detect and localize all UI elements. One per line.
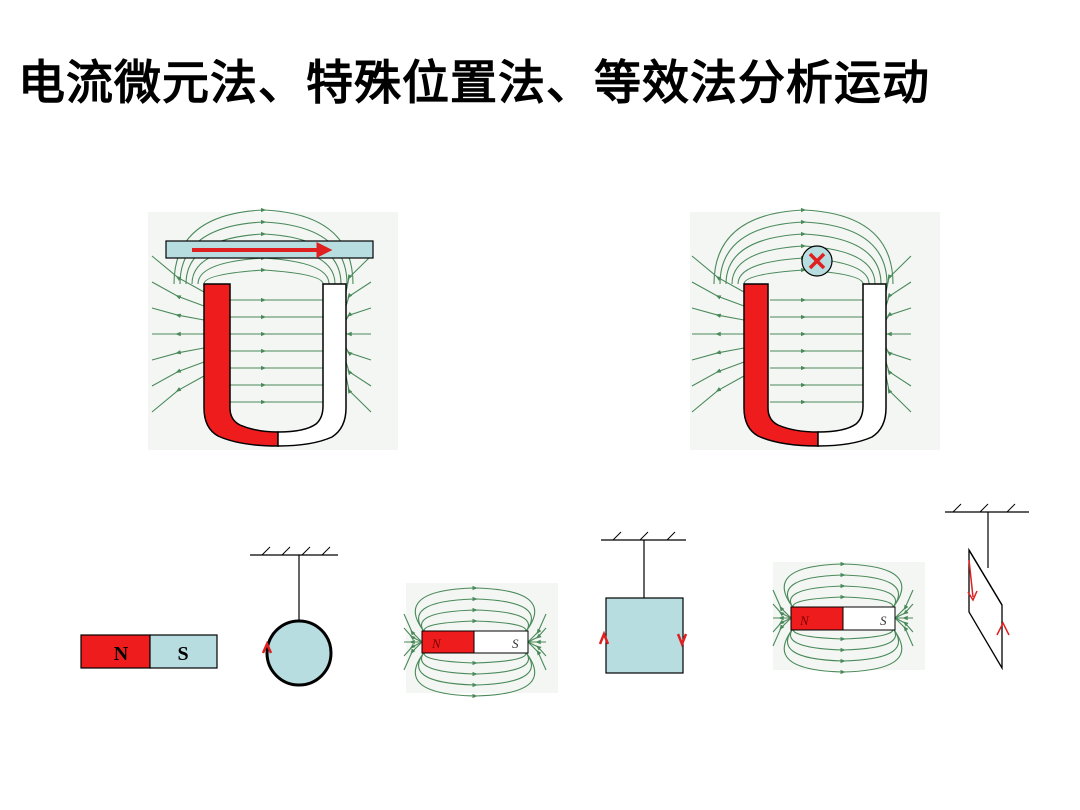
field-line (345, 281, 372, 307)
field-line (345, 375, 372, 413)
small-magnet-left-s-label: S (512, 636, 519, 651)
field-line (151, 347, 205, 361)
field-line (789, 583, 897, 611)
field-line (772, 617, 792, 633)
field-line (423, 649, 527, 666)
field-line (151, 281, 205, 307)
small-magnet-right-n-label: N (799, 613, 810, 628)
arrow-icon (996, 621, 1010, 636)
ring-coil (265, 619, 333, 687)
field-line (789, 625, 897, 653)
arrow-icon (261, 640, 273, 654)
arrow-icon (967, 559, 978, 602)
field-line (151, 255, 205, 293)
field-line (403, 613, 423, 643)
field-line (345, 361, 372, 387)
field-line (885, 255, 912, 293)
hanging-ring (250, 546, 338, 687)
u-magnet-right (690, 207, 940, 450)
u-magnet-right-south-pole (817, 283, 887, 447)
bar-magnet-south (149, 634, 218, 669)
field-line (885, 307, 912, 321)
field-line (792, 594, 894, 611)
field-line (185, 231, 342, 285)
hanging-square-coil (598, 531, 688, 674)
field-line (691, 361, 745, 387)
field-line (787, 625, 899, 664)
field-line (417, 596, 533, 635)
field-line (527, 641, 547, 657)
u-magnet-left (148, 207, 398, 450)
field-line (894, 603, 914, 619)
coil-frame (968, 547, 1003, 671)
field-line (691, 347, 745, 361)
field-line (421, 649, 529, 677)
field-line (414, 649, 536, 699)
small-magnet-left-field-lines (403, 585, 547, 699)
field-line (421, 607, 529, 635)
field-line (792, 625, 894, 642)
field-line (731, 243, 876, 285)
hanging-coil-edge (945, 503, 1029, 671)
page-title: 电流微元法、特殊位置法、等效法分析运动 (18, 56, 930, 111)
field-line (885, 375, 912, 413)
field-line (151, 307, 205, 321)
field-line (151, 361, 205, 387)
field-line (885, 281, 912, 307)
field-line (423, 618, 527, 635)
small-magnet-right-field-lines (772, 561, 914, 675)
field-line (527, 641, 547, 671)
ceiling-hatch (261, 546, 331, 556)
field-line (417, 649, 533, 688)
field-line (691, 281, 745, 307)
field-line (894, 617, 914, 633)
field-line (725, 231, 882, 285)
arrow-icon (598, 630, 610, 645)
bar-magnet: N S (80, 634, 218, 669)
cross-icon (801, 245, 833, 277)
field-line (345, 255, 372, 293)
bar-magnet-s-label: S (177, 643, 188, 665)
field-line (787, 572, 899, 611)
field-line (783, 625, 903, 675)
small-magnet-right: N S (772, 561, 925, 675)
field-line (691, 255, 745, 293)
field-line (403, 641, 423, 671)
field-line (885, 361, 912, 387)
field-line (403, 641, 423, 657)
field-line (203, 267, 324, 285)
field-line (772, 617, 792, 647)
field-line (345, 347, 372, 361)
field-line (885, 347, 912, 361)
field-line (713, 207, 894, 285)
small-magnet-left-n-label: N (431, 636, 442, 651)
field-line (691, 375, 745, 413)
field-line (772, 603, 792, 619)
small-magnet-left: N S (403, 583, 558, 699)
field-line (894, 617, 914, 647)
small-magnet-right-s-label: S (880, 613, 887, 628)
field-line (783, 561, 903, 611)
field-line (151, 375, 205, 413)
field-line (719, 219, 888, 285)
field-line (403, 627, 423, 643)
field-line (743, 267, 864, 285)
bar-magnet-n-label: N (114, 643, 129, 665)
bar-magnet-north (80, 634, 151, 669)
field-line (345, 307, 372, 321)
u-magnet-left-south-pole (277, 283, 347, 447)
field-line (691, 307, 745, 321)
square-coil (605, 597, 684, 674)
field-line (414, 585, 536, 635)
field-line (894, 589, 914, 619)
field-line (527, 627, 547, 643)
arrow-icon (676, 633, 688, 648)
field-line (772, 589, 792, 619)
field-line (527, 613, 547, 643)
